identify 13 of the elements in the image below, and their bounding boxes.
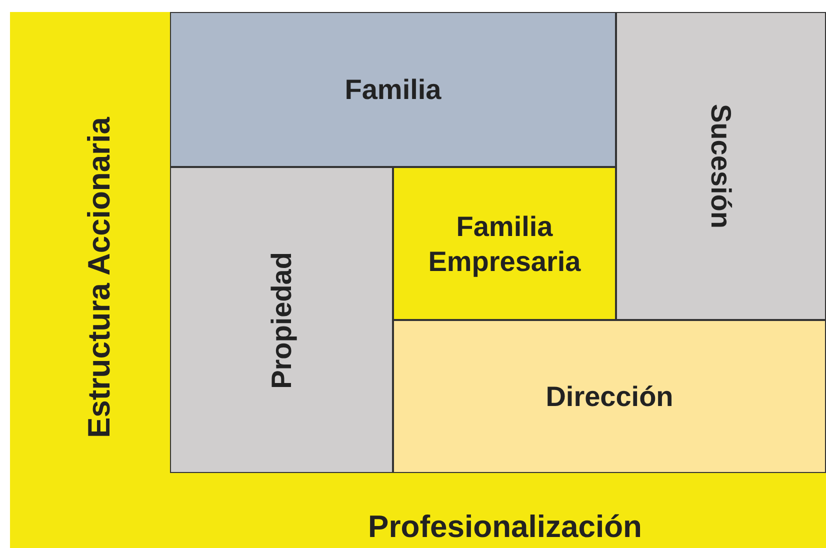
- axis-label: Profesionalización: [367, 508, 643, 546]
- area-label: Familia: [344, 73, 442, 107]
- axis-label: Estructura Accionaria: [80, 115, 118, 440]
- area-label: Propiedad: [265, 252, 298, 388]
- background-panel: [10, 12, 826, 548]
- area-label: Sucesión: [704, 104, 738, 228]
- area-box: [393, 167, 616, 320]
- area-label: Familia Empresaria: [427, 210, 582, 278]
- area-box: [170, 12, 616, 167]
- area-label: Dirección: [546, 380, 674, 414]
- area-box: [170, 167, 393, 473]
- area-box: [616, 12, 826, 320]
- area-box: [393, 320, 826, 473]
